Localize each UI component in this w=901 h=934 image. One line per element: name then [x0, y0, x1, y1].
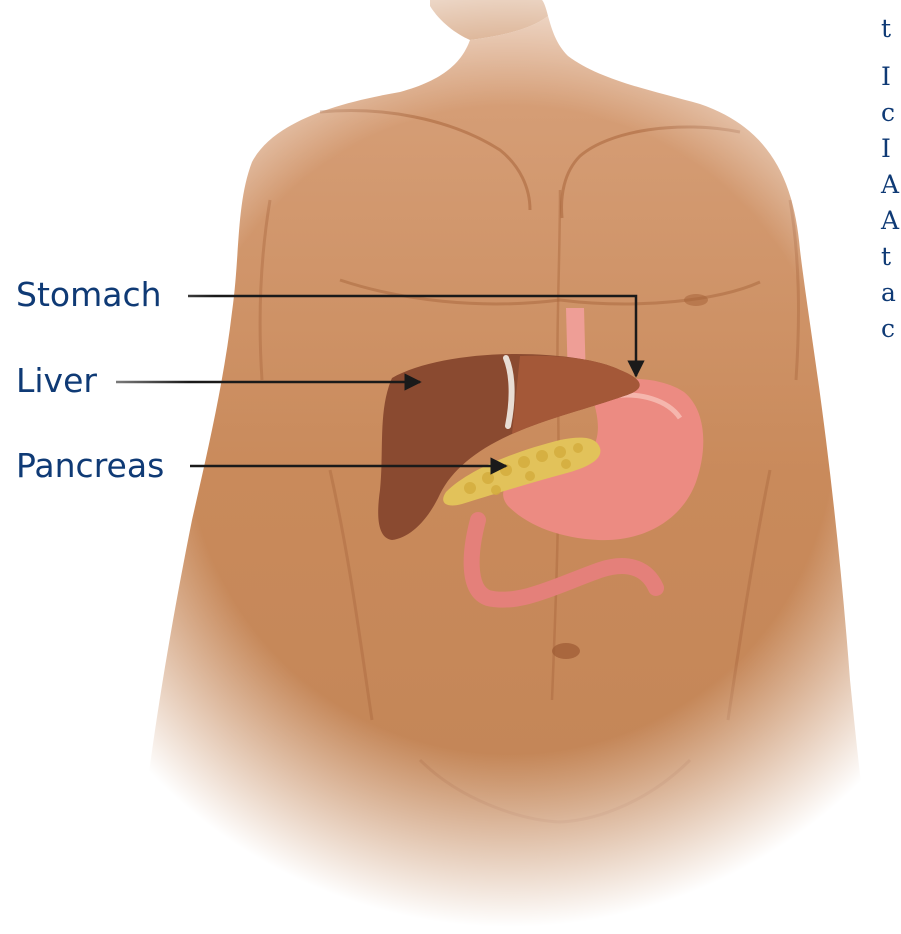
pancreas-label: Pancreas: [16, 449, 164, 482]
cropped-text-line: c: [881, 316, 895, 341]
cropped-text-line: t: [881, 244, 891, 269]
cropped-text-line: I: [881, 136, 891, 161]
liver-label: Liver: [16, 364, 97, 397]
stomach-label: Stomach: [16, 278, 162, 311]
cropped-text-line: a: [881, 280, 896, 305]
cropped-text-line: A: [881, 208, 899, 233]
cropped-text-line: I: [881, 64, 891, 89]
cropped-text-line: c: [881, 100, 895, 125]
cropped-text-line: A: [881, 172, 899, 197]
cropped-text-line: t: [881, 16, 891, 41]
